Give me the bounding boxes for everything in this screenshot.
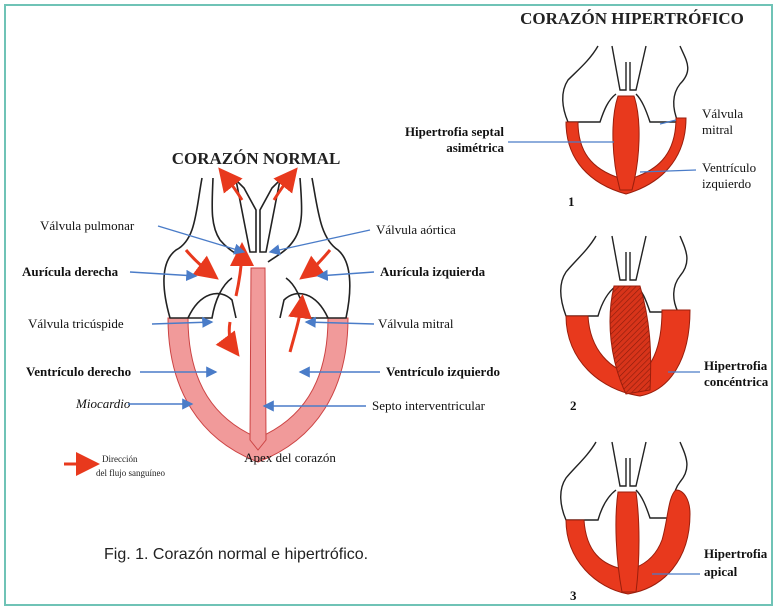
panel-3-septum [616, 492, 639, 592]
label-myocardium: Miocardio [75, 396, 131, 411]
panel-2-right-label-line2: concéntrica [704, 374, 769, 389]
hypertrophy-panel-2: Hipertrofia concéntrica 2 [561, 236, 769, 413]
legend-line-2: del flujo sanguíneo [96, 468, 165, 478]
normal-heart-title: CORAZÓN NORMAL [172, 149, 341, 168]
label-right-ventricle: Ventrículo derecho [26, 364, 131, 379]
panel-1-right-label-2-line2: izquierdo [702, 176, 751, 191]
legend-line-1: Dirección [102, 454, 138, 464]
label-left-ventricle: Ventrículo izquierdo [386, 364, 500, 379]
panel-1-left-label-line2: asimétrica [446, 140, 504, 155]
label-mitral-valve: Válvula mitral [378, 316, 454, 331]
panel-1-right-label-2-line1: Ventrículo [702, 160, 756, 175]
label-tricuspid-valve: Válvula tricúspide [28, 316, 124, 331]
label-left-atrium: Aurícula izquierda [380, 264, 486, 279]
panel-3-number: 3 [570, 588, 577, 603]
normal-heart: CORAZÓN NORMAL Válvula pulmonar [22, 149, 500, 478]
panel-3-right-label-line2: apical [704, 564, 738, 579]
figure-caption: Fig. 1. Corazón normal e hipertrófico. [104, 546, 368, 563]
hypertrophy-panel-3: Hipertrofia apical 3 [561, 442, 768, 603]
label-apex: Apex del corazón [244, 450, 336, 465]
hypertrophy-panel-1: Hipertrofia septal asimétrica Válvula mi… [405, 46, 756, 209]
hypertrophic-heart-title: CORAZÓN HIPERTRÓFICO [520, 9, 744, 28]
panel-1-right-label-1-line2: mitral [702, 122, 733, 137]
flow-legend: Dirección del flujo sanguíneo [64, 454, 165, 478]
interventricular-septum [250, 268, 266, 450]
panel-3-right-label-line1: Hipertrofia [704, 546, 768, 561]
label-pulmonary-valve: Válvula pulmonar [40, 218, 135, 233]
label-septum: Septo interventricular [372, 398, 486, 413]
label-right-atrium: Aurícula derecha [22, 264, 119, 279]
panel-2-number: 2 [570, 398, 577, 413]
panel-2-right-label-line1: Hipertrofia [704, 358, 768, 373]
panel-1-left-label-line1: Hipertrofia septal [405, 124, 504, 139]
panel-1-septum [613, 96, 639, 190]
panel-1-number: 1 [568, 194, 575, 209]
panel-1-right-label-1-line1: Válvula [702, 106, 743, 121]
label-aortic-valve: Válvula aórtica [376, 222, 456, 237]
